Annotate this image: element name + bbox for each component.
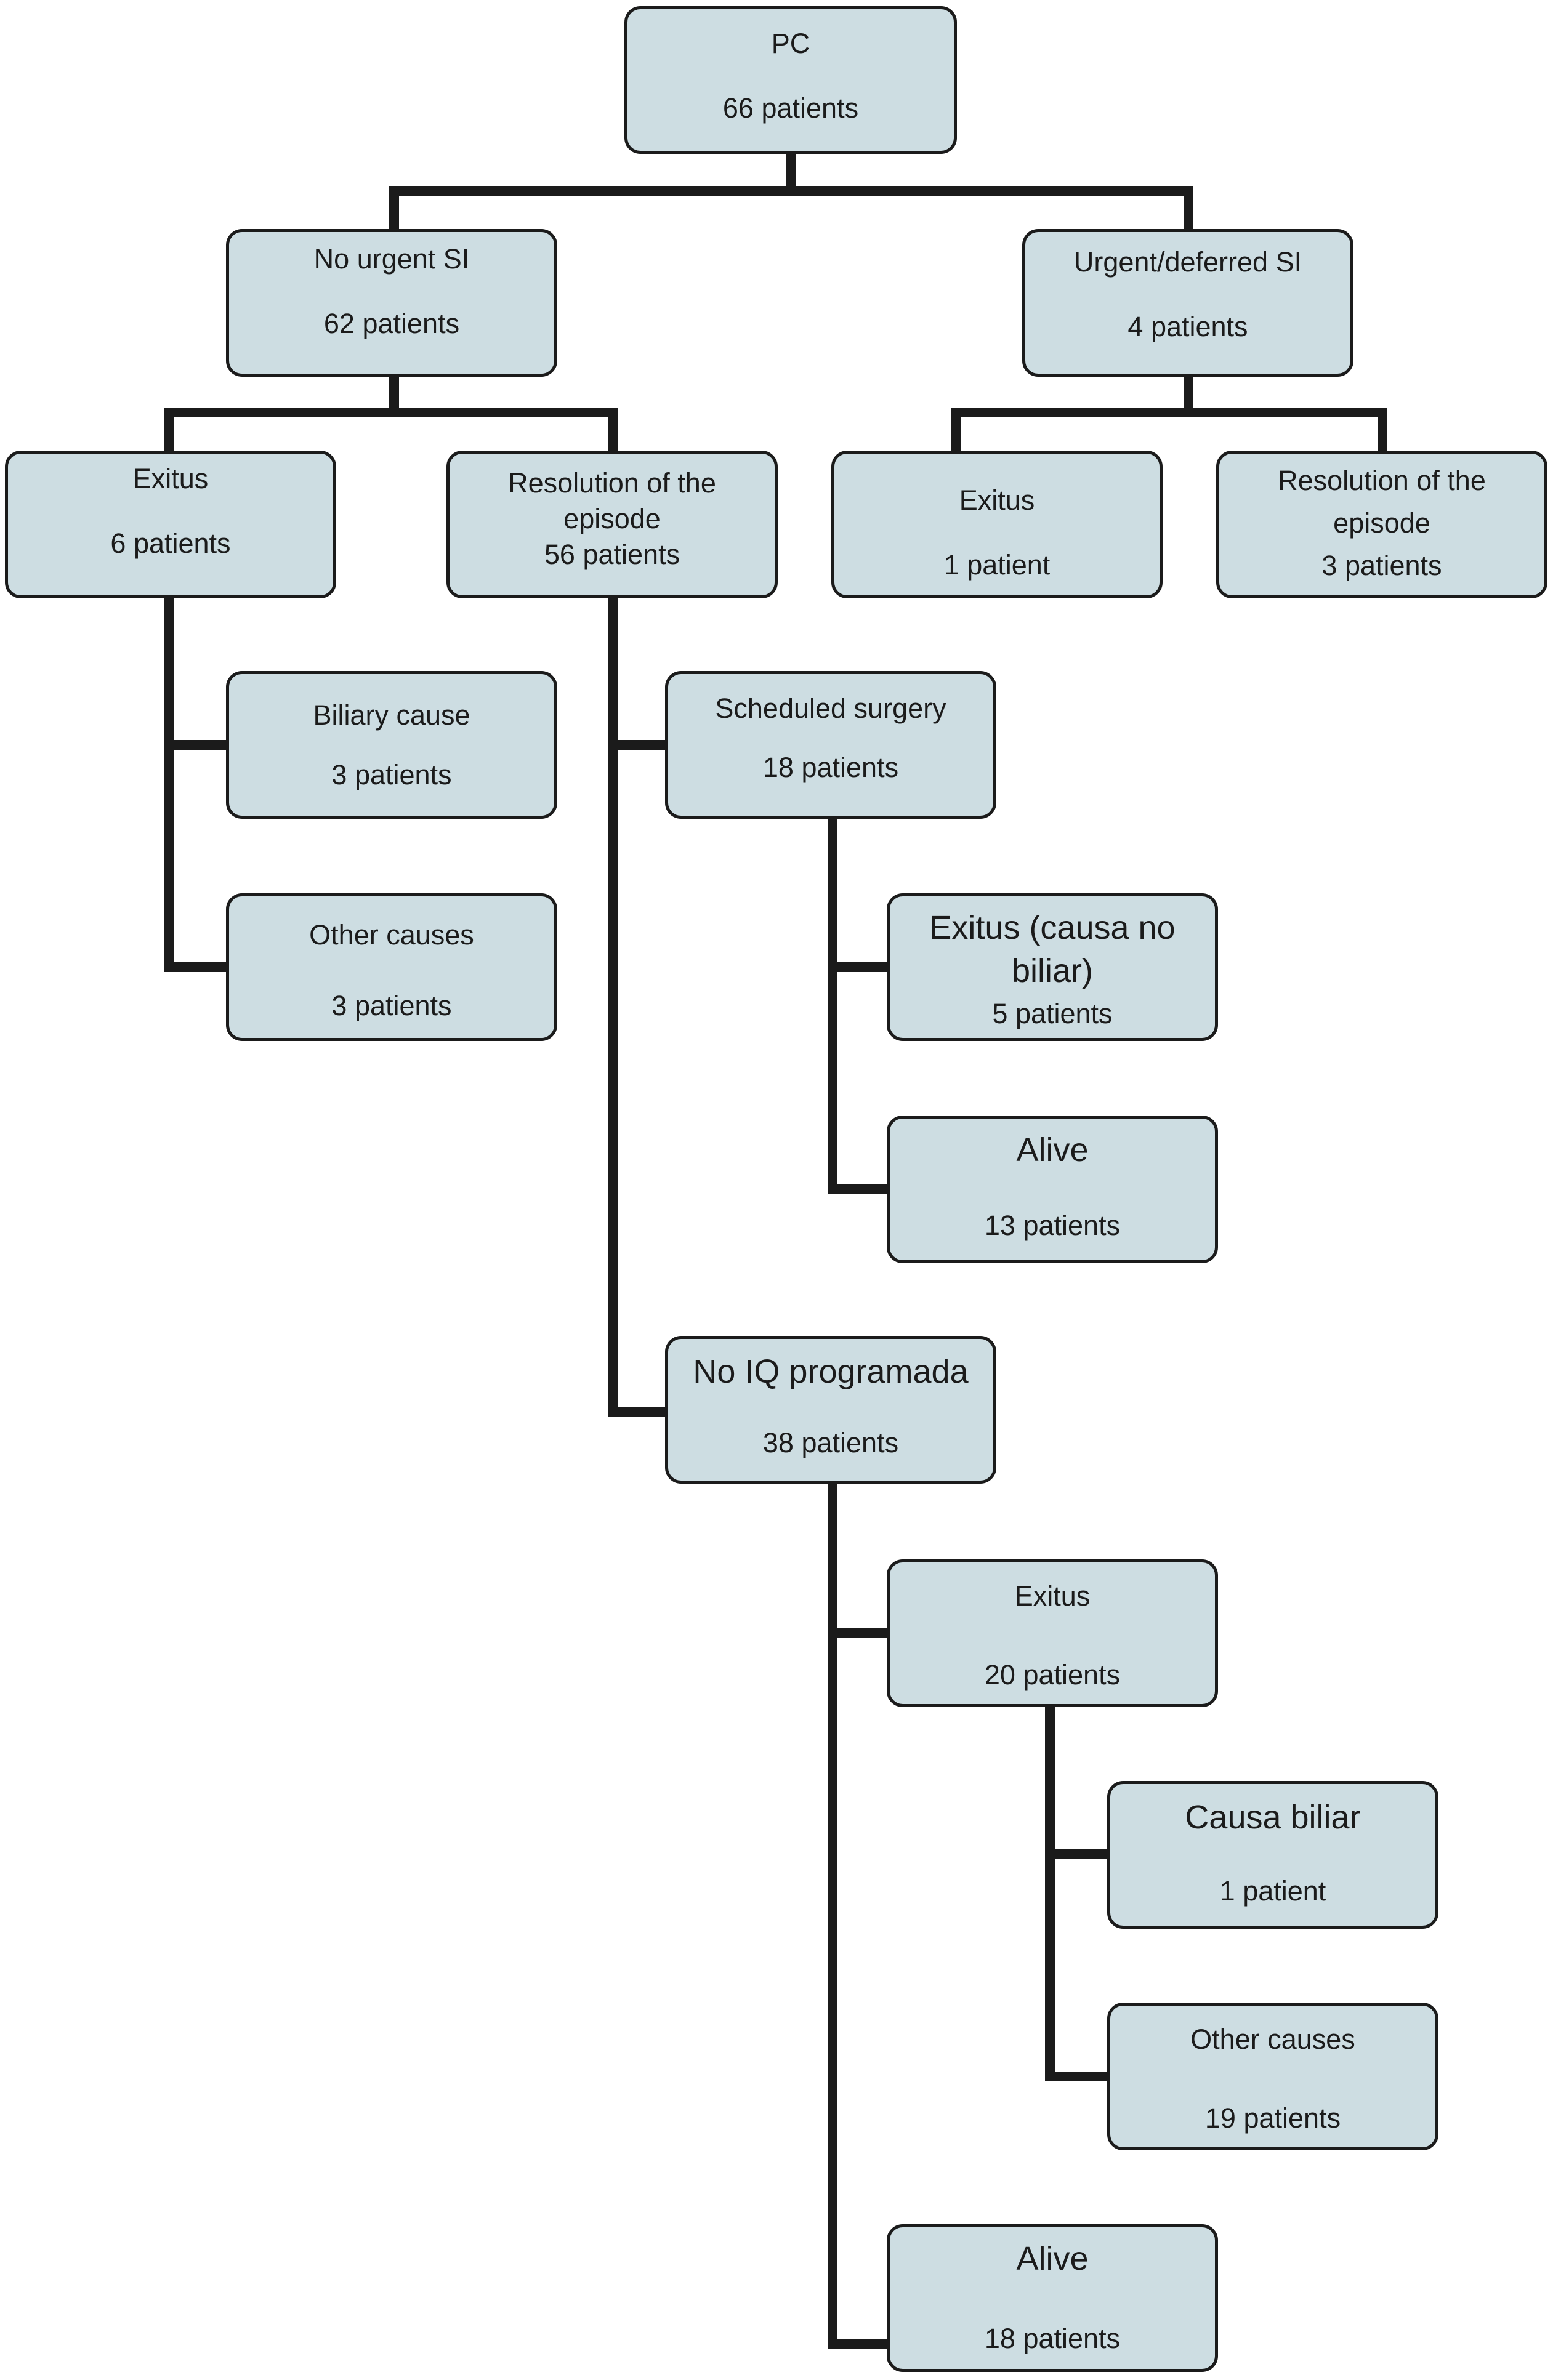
node-alive-18-title: Alive — [1016, 2240, 1089, 2277]
node-resolution-3: Resolution of the episode 3 patients — [1216, 451, 1547, 598]
node-pc: PC 66 patients — [624, 6, 957, 154]
node-no-iq-programada-count: 38 patients — [762, 1427, 899, 1458]
connector-resolution-a — [608, 593, 670, 1417]
node-exitus-6-count: 6 patients — [110, 528, 231, 559]
node-no-urgent-si-title: No urgent SI — [313, 243, 470, 275]
node-biliary-cause-count: 3 patients — [331, 759, 452, 790]
node-resolution-56-title-2: episode — [563, 503, 661, 534]
node-resolution-3-title-2: episode — [1333, 507, 1430, 539]
connector-scheduled — [828, 814, 892, 1194]
node-exitus-1: Exitus 1 patient — [831, 451, 1163, 598]
node-resolution-56: Resolution of the episode 56 patients — [446, 451, 778, 598]
node-biliary-cause: Biliary cause 3 patients — [226, 671, 557, 819]
node-other-causes-3-count: 3 patients — [331, 990, 452, 1021]
node-no-iq-programada-title: No IQ programada — [693, 1353, 969, 1390]
node-exitus-6: Exitus 6 patients — [5, 451, 336, 598]
node-no-urgent-si: No urgent SI 62 patients — [226, 229, 557, 377]
node-other-causes-3-title: Other causes — [309, 919, 474, 951]
node-scheduled-surgery-count: 18 patients — [762, 752, 899, 783]
node-exitus-20-count: 20 patients — [984, 1659, 1121, 1691]
node-scheduled-surgery-title: Scheduled surgery — [715, 693, 946, 724]
node-resolution-3-count: 3 patients — [1321, 550, 1442, 581]
node-other-causes-19: Other causes 19 patients — [1107, 2003, 1438, 2150]
connector-exitus-c — [1045, 1702, 1112, 2081]
node-alive-13-count: 13 patients — [984, 1210, 1121, 1241]
node-resolution-56-count: 56 patients — [544, 539, 680, 570]
node-exitus-6-title: Exitus — [132, 463, 209, 494]
connector-no-urgent — [164, 372, 618, 456]
node-other-causes-3: Other causes 3 patients — [226, 893, 557, 1041]
node-pc-title: PC — [771, 28, 810, 59]
node-pc-count: 66 patients — [722, 92, 859, 124]
connector-root — [389, 149, 1193, 234]
node-urgent-deferred-si-count: 4 patients — [1127, 311, 1248, 342]
node-no-urgent-si-count: 62 patients — [323, 308, 460, 339]
node-alive-13: Alive 13 patients — [887, 1116, 1218, 1263]
node-biliary-cause-title: Biliary cause — [313, 699, 470, 731]
node-alive-18-count: 18 patients — [984, 2323, 1121, 2354]
node-exitus-20: Exitus 20 patients — [887, 1559, 1218, 1707]
node-causa-biliar: Causa biliar 1 patient — [1107, 1781, 1438, 1929]
node-causa-biliar-title: Causa biliar — [1185, 1799, 1361, 1836]
node-exitus-no-biliar: Exitus (causa no biliar) 5 patients — [887, 893, 1218, 1041]
connector-no-iq — [828, 1479, 892, 2349]
node-exitus-1-title: Exitus — [959, 484, 1035, 516]
node-urgent-deferred-si-title: Urgent/deferred SI — [1073, 246, 1302, 278]
node-scheduled-surgery: Scheduled surgery 18 patients — [665, 671, 996, 819]
node-exitus-no-biliar-title-1: Exitus (causa no — [929, 909, 1176, 946]
node-resolution-56-title-1: Resolution of the — [508, 467, 716, 499]
node-urgent-deferred-si: Urgent/deferred SI 4 patients — [1022, 229, 1353, 377]
node-alive-18: Alive 18 patients — [887, 2224, 1218, 2372]
node-exitus-20-title: Exitus — [1014, 1580, 1091, 1612]
connector-exitus-a — [164, 593, 233, 972]
node-resolution-3-title-1: Resolution of the — [1278, 465, 1486, 496]
node-exitus-no-biliar-count: 5 patients — [992, 998, 1113, 1029]
node-exitus-1-count: 1 patient — [943, 549, 1051, 581]
node-causa-biliar-count: 1 patient — [1219, 1875, 1326, 1907]
node-other-causes-19-count: 19 patients — [1204, 2102, 1341, 2134]
node-alive-13-title: Alive — [1016, 1132, 1089, 1168]
node-no-iq-programada: No IQ programada 38 patients — [665, 1336, 996, 1484]
connector-urgent — [951, 372, 1387, 456]
node-other-causes-19-title: Other causes — [1190, 2024, 1355, 2055]
node-exitus-no-biliar-title-2: biliar) — [1011, 952, 1094, 989]
